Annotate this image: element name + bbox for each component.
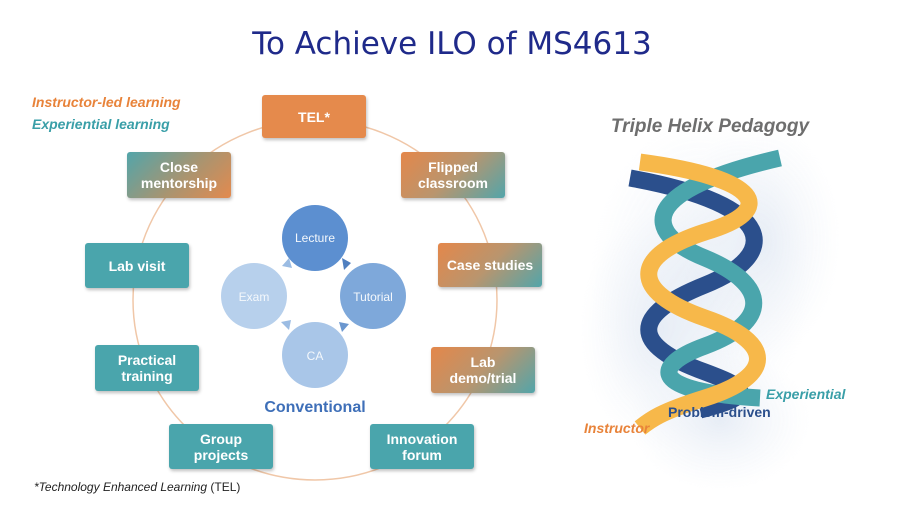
lecture-label: Lecture xyxy=(294,231,336,245)
triple-helix-icon xyxy=(628,149,782,435)
slide-title: To Achieve ILO of MS4613 xyxy=(252,26,652,62)
helix-title: Triple Helix Pedagogy xyxy=(610,116,810,137)
legend-experiential: Experiential learning xyxy=(32,116,170,132)
exam-label: Exam xyxy=(238,290,270,304)
group-projects-box: Group projects xyxy=(169,424,273,469)
arrow-ca-exam-icon xyxy=(281,320,291,330)
practical-training-box: Practical training xyxy=(95,345,199,391)
helix-label-problem-driven: Problem-driven xyxy=(668,404,771,420)
case-studies-box: Case studies xyxy=(438,243,542,287)
helix-strand-instructor xyxy=(634,153,766,435)
arrow-tutorial-ca-icon xyxy=(339,322,349,332)
legend-instructor-led: Instructor-led learning xyxy=(32,94,181,110)
arrow-exam-lecture-icon xyxy=(282,258,292,268)
lab-visit-box: Lab visit xyxy=(85,243,189,288)
arrow-lecture-tutorial-icon xyxy=(342,258,351,270)
footnote: *Technology Enhanced Learning (TEL) xyxy=(34,480,240,494)
innovation-forum-box: Innovation forum xyxy=(370,424,474,469)
ca-label: CA xyxy=(306,349,324,363)
ca-circle xyxy=(282,322,348,388)
helix-strand-experiential xyxy=(654,149,782,407)
lab-demo-box: Lab demo/trial xyxy=(431,347,535,393)
lecture-circle xyxy=(282,205,348,271)
conventional-label: Conventional xyxy=(264,399,366,416)
helix-label-experiential: Experiential xyxy=(766,386,846,402)
helix-label-instructor: Instructor xyxy=(584,420,650,436)
close-mentorship-box: Close mentorship xyxy=(127,152,231,198)
flipped-classroom-box: Flipped classroom xyxy=(401,152,505,198)
tutorial-label: Tutorial xyxy=(353,290,393,304)
exam-circle xyxy=(221,263,287,329)
tutorial-circle xyxy=(340,263,406,329)
footnote-definition: *Technology Enhanced Learning xyxy=(34,480,208,494)
footnote-abbrev: (TEL) xyxy=(207,480,241,494)
tel-box: TEL* xyxy=(262,95,366,138)
